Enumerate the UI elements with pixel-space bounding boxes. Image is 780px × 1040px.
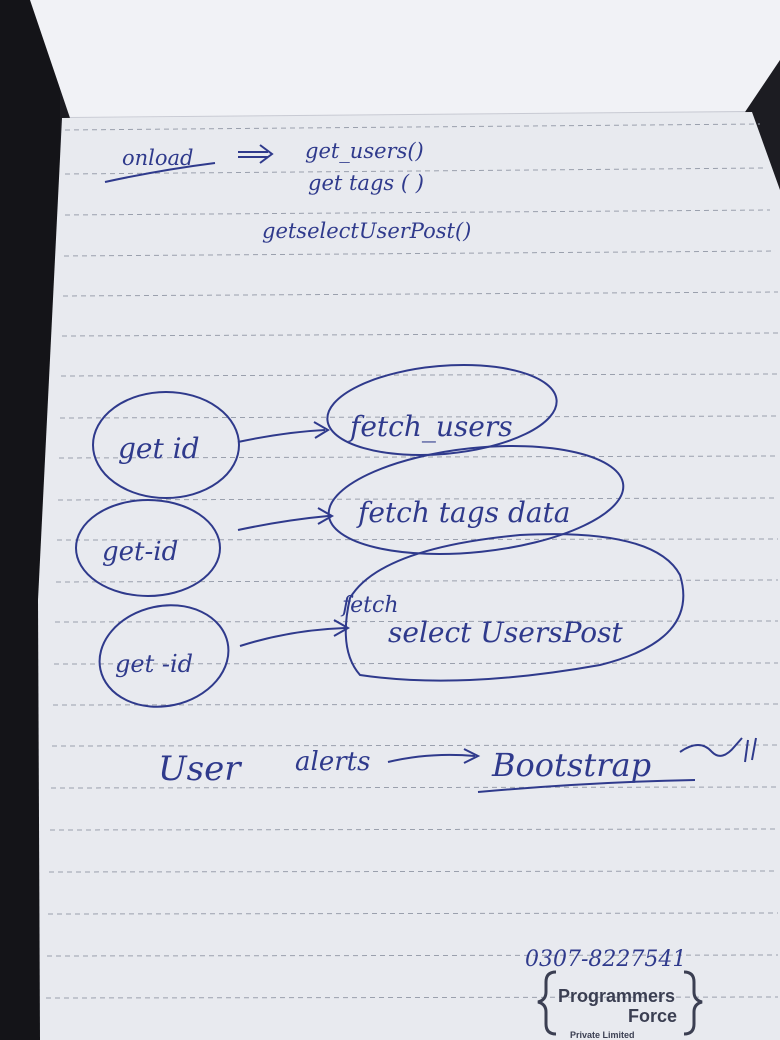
alerts-middle-label: alerts — [295, 747, 370, 777]
alerts-right-label: Bootstrap — [491, 746, 651, 784]
phone-number: 0307-8227541 — [525, 947, 686, 972]
row3-target-label: select UsersPost — [388, 616, 624, 649]
row3-source-label: get -id — [115, 650, 193, 678]
flipped-page — [30, 0, 780, 118]
logo-line2: Force — [628, 1006, 677, 1026]
logo-line1: Programmers — [558, 986, 675, 1006]
onload-call-3: getselectUserPost() — [262, 219, 471, 243]
logo-left-brace — [537, 970, 557, 1036]
onload-underline — [104, 162, 216, 183]
logo-right-brace — [683, 970, 703, 1036]
row2-arrow — [237, 515, 329, 531]
row3-target-prefix: fetch — [340, 593, 399, 618]
onload-label: onload — [122, 146, 194, 170]
row1-source-label: get id — [118, 432, 200, 465]
row3-source-ellipse — [98, 604, 230, 708]
alerts-left-label: User — [158, 749, 242, 789]
logo-tagline: Private Limited — [570, 1030, 635, 1040]
alerts-underline — [477, 779, 696, 793]
onload-arrow — [238, 144, 274, 164]
row3-arrow — [239, 627, 346, 647]
row2-source-label: get-id — [102, 537, 178, 567]
row1-arrowhead — [313, 421, 330, 439]
alerts-scribble — [679, 737, 757, 763]
row3-target-blob — [344, 533, 685, 682]
row2-target-ellipse — [327, 445, 625, 555]
notebook-page — [38, 112, 780, 1040]
row3-arrowhead — [333, 619, 351, 637]
row1-target-label: fetch_users — [348, 410, 513, 443]
row2-target-label: fetch tags data — [356, 496, 571, 529]
alerts-arrow — [387, 753, 476, 763]
row2-arrowhead — [317, 507, 335, 525]
row1-source-ellipse — [92, 391, 240, 499]
row2-source-ellipse — [75, 499, 221, 597]
onload-call-2: get tags ( ) — [308, 171, 424, 195]
row1-arrow — [237, 429, 326, 443]
alerts-arrowhead — [463, 748, 481, 764]
ruled-lines — [45, 123, 779, 999]
row1-target-ellipse — [326, 364, 558, 456]
onload-call-1: get_users() — [305, 139, 424, 163]
programmers-force-logo: Programmers Force Private Limited — [537, 970, 703, 1040]
